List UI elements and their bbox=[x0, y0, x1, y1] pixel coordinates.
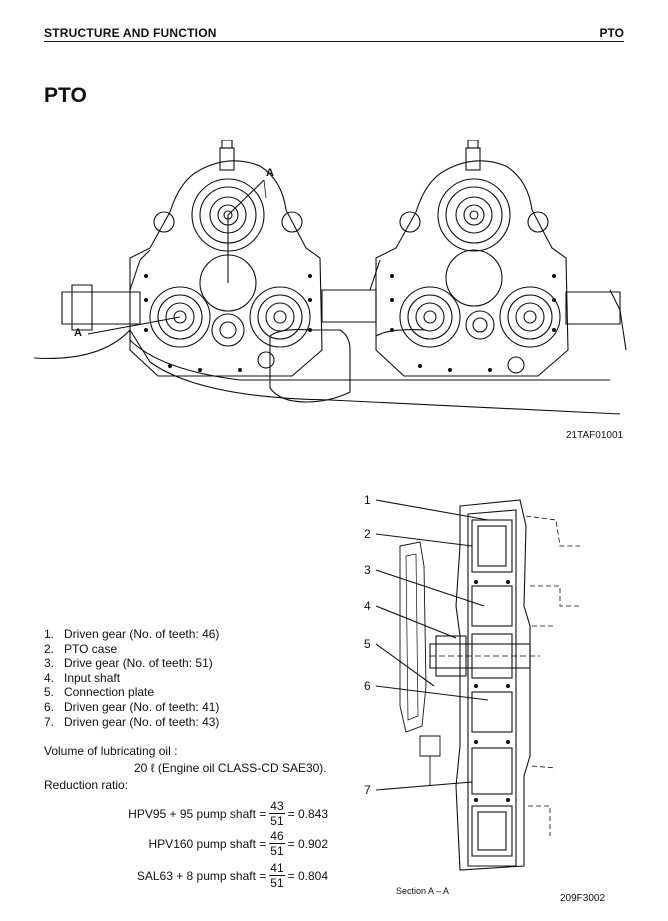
pto-external-drawing: A A bbox=[33, 140, 627, 415]
list-item: 6.Driven gear (No. of teeth: 41) bbox=[44, 699, 220, 714]
list-item: 2.PTO case bbox=[44, 641, 118, 656]
figure2-code: 209F3002 bbox=[560, 893, 606, 904]
reduction-ratio-label: Reduction ratio: bbox=[44, 778, 129, 792]
parts-list: 1.Driven gear (No. of teeth: 46) 2.PTO c… bbox=[44, 627, 219, 729]
figure1-label-a-left: A bbox=[74, 327, 82, 339]
callout-3: 3 bbox=[364, 563, 371, 577]
page-title: PTO bbox=[44, 84, 87, 107]
list-item: 7.Driven gear (No. of teeth: 43) bbox=[44, 714, 220, 729]
list-item: 1.Driven gear (No. of teeth: 46) bbox=[44, 627, 220, 641]
header-page-tag: PTO bbox=[599, 26, 624, 40]
list-item: 3.Drive gear (No. of teeth: 51) bbox=[44, 656, 213, 671]
list-item: 4.Input shaft bbox=[44, 670, 121, 685]
list-item: 5.Connection plate bbox=[44, 685, 155, 700]
callout-1: 1 bbox=[364, 493, 371, 507]
section-caption: Section A – A bbox=[396, 886, 450, 896]
callout-6: 6 bbox=[364, 679, 371, 693]
header-section-title: STRUCTURE AND FUNCTION bbox=[44, 26, 217, 40]
callout-4: 4 bbox=[364, 599, 371, 613]
callout-2: 2 bbox=[364, 527, 371, 541]
callout-7: 7 bbox=[364, 783, 371, 797]
figure1-label-a-top: A bbox=[266, 167, 274, 179]
oil-volume-value: 20 ℓ (Engine oil CLASS-CD SAE30). bbox=[134, 761, 327, 775]
callout-5: 5 bbox=[364, 637, 371, 651]
header-divider bbox=[44, 41, 624, 42]
oil-volume-label: Volume of lubricating oil : bbox=[44, 744, 178, 758]
figure1-code: 21TAF01001 bbox=[566, 430, 624, 441]
section-a-a-drawing: 1 2 3 4 5 6 7 bbox=[364, 493, 580, 871]
